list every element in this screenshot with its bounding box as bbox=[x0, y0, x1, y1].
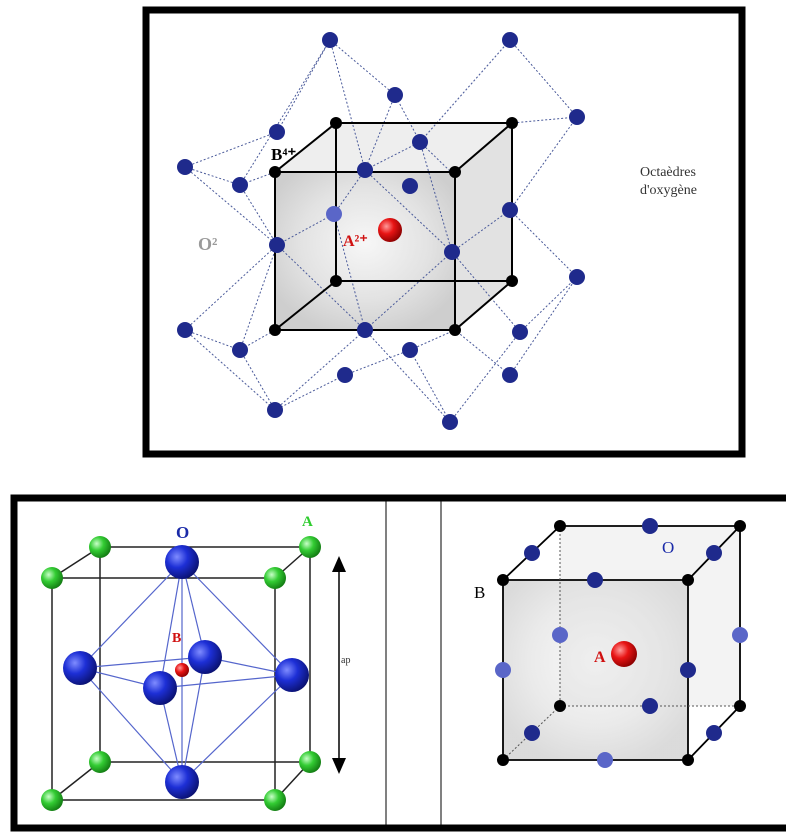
octahedra-note-line2: d'oxygène bbox=[640, 183, 697, 198]
b-atom bbox=[497, 754, 509, 766]
o-atom bbox=[357, 322, 373, 338]
br-front-face bbox=[503, 580, 688, 760]
label-o-bl: O bbox=[176, 523, 189, 542]
oxygen-anions bbox=[177, 32, 585, 430]
a-cation-br bbox=[611, 641, 637, 667]
o-atom bbox=[502, 32, 518, 48]
o-atom bbox=[524, 725, 540, 741]
b-atom bbox=[682, 754, 694, 766]
o-atom-blue bbox=[143, 671, 177, 705]
o-atom-blue bbox=[165, 545, 199, 579]
o-atom bbox=[267, 402, 283, 418]
a-atom-green bbox=[41, 789, 63, 811]
o-atom bbox=[337, 367, 353, 383]
o-atom bbox=[569, 109, 585, 125]
label-o-br: O bbox=[662, 538, 674, 557]
o-atom bbox=[502, 202, 518, 218]
o-atom bbox=[444, 244, 460, 260]
cube-top-face bbox=[275, 123, 512, 172]
o-atom bbox=[524, 545, 540, 561]
o-atom bbox=[706, 545, 722, 561]
o-atom bbox=[495, 662, 511, 678]
b-atom bbox=[330, 275, 342, 287]
a-atom-green bbox=[264, 567, 286, 589]
o-atom bbox=[232, 177, 248, 193]
o-atom bbox=[552, 627, 568, 643]
o-atom-blue bbox=[188, 640, 222, 674]
octahedra-note-line1: Octaèdres bbox=[640, 165, 696, 180]
bl-a-atoms bbox=[41, 536, 321, 811]
label-a-bl: A bbox=[302, 514, 313, 530]
bl-o-atoms bbox=[63, 545, 309, 799]
o-atom bbox=[732, 627, 748, 643]
a-atom-green bbox=[299, 536, 321, 558]
o-atom-blue bbox=[275, 658, 309, 692]
bottom-right-cell: B O A bbox=[474, 518, 748, 768]
o-atom bbox=[706, 725, 722, 741]
o-atom bbox=[642, 698, 658, 714]
a-atom-green bbox=[299, 751, 321, 773]
o-atom bbox=[402, 342, 418, 358]
label-b-top: B⁴⁺ bbox=[271, 145, 296, 164]
o-atom bbox=[442, 414, 458, 430]
o-atom bbox=[642, 518, 658, 534]
o-atom bbox=[569, 269, 585, 285]
a-cation bbox=[378, 218, 402, 242]
a-atom-green bbox=[264, 789, 286, 811]
o-atom-blue bbox=[63, 651, 97, 685]
o-atom bbox=[177, 322, 193, 338]
b-cations bbox=[269, 117, 518, 336]
o-atom bbox=[680, 662, 696, 678]
b-atom bbox=[269, 324, 281, 336]
b-atom bbox=[734, 520, 746, 532]
b-atom bbox=[554, 700, 566, 712]
a-atom-green bbox=[89, 536, 111, 558]
b-atom bbox=[330, 117, 342, 129]
o-atom bbox=[412, 134, 428, 150]
a-atom-green bbox=[41, 567, 63, 589]
a-atom-green bbox=[89, 751, 111, 773]
b-atom bbox=[497, 574, 509, 586]
bottom-left-cell: ap O A B bbox=[41, 514, 350, 811]
cube-side-face bbox=[455, 123, 512, 330]
label-a-top: A²⁺ bbox=[343, 233, 368, 250]
b-atom bbox=[449, 324, 461, 336]
label-b-br: B bbox=[474, 583, 485, 602]
label-ap: ap bbox=[341, 655, 350, 666]
b-atom bbox=[506, 117, 518, 129]
o-atom bbox=[402, 178, 418, 194]
br-back-face bbox=[560, 526, 740, 706]
o-atom bbox=[387, 87, 403, 103]
o-atom bbox=[177, 159, 193, 175]
b-atom bbox=[682, 574, 694, 586]
b-atom bbox=[506, 275, 518, 287]
ap-arrow bbox=[332, 556, 346, 774]
b-atom bbox=[269, 166, 281, 178]
o-atom bbox=[322, 32, 338, 48]
o-atom bbox=[512, 324, 528, 340]
top-panel: B⁴⁺ O² A²⁺ Octaèdres d'oxygène bbox=[142, 6, 746, 458]
o-atom bbox=[502, 367, 518, 383]
o-atom bbox=[597, 752, 613, 768]
o-atom bbox=[269, 237, 285, 253]
b-atom bbox=[554, 520, 566, 532]
b-atom bbox=[734, 700, 746, 712]
label-a-br: A bbox=[594, 649, 606, 666]
o-atom bbox=[232, 342, 248, 358]
cube-front-face bbox=[275, 172, 455, 330]
o-atom bbox=[357, 162, 373, 178]
o-atom bbox=[587, 572, 603, 588]
o-atom-blue bbox=[165, 765, 199, 799]
br-b-atoms bbox=[497, 520, 746, 766]
br-o-atoms bbox=[495, 518, 748, 768]
o-atom bbox=[269, 124, 285, 140]
label-b-bl: B bbox=[172, 631, 181, 646]
o-atom bbox=[326, 206, 342, 222]
b-atom-red bbox=[175, 663, 189, 677]
b-atom bbox=[449, 166, 461, 178]
label-o-top: O² bbox=[198, 234, 217, 254]
